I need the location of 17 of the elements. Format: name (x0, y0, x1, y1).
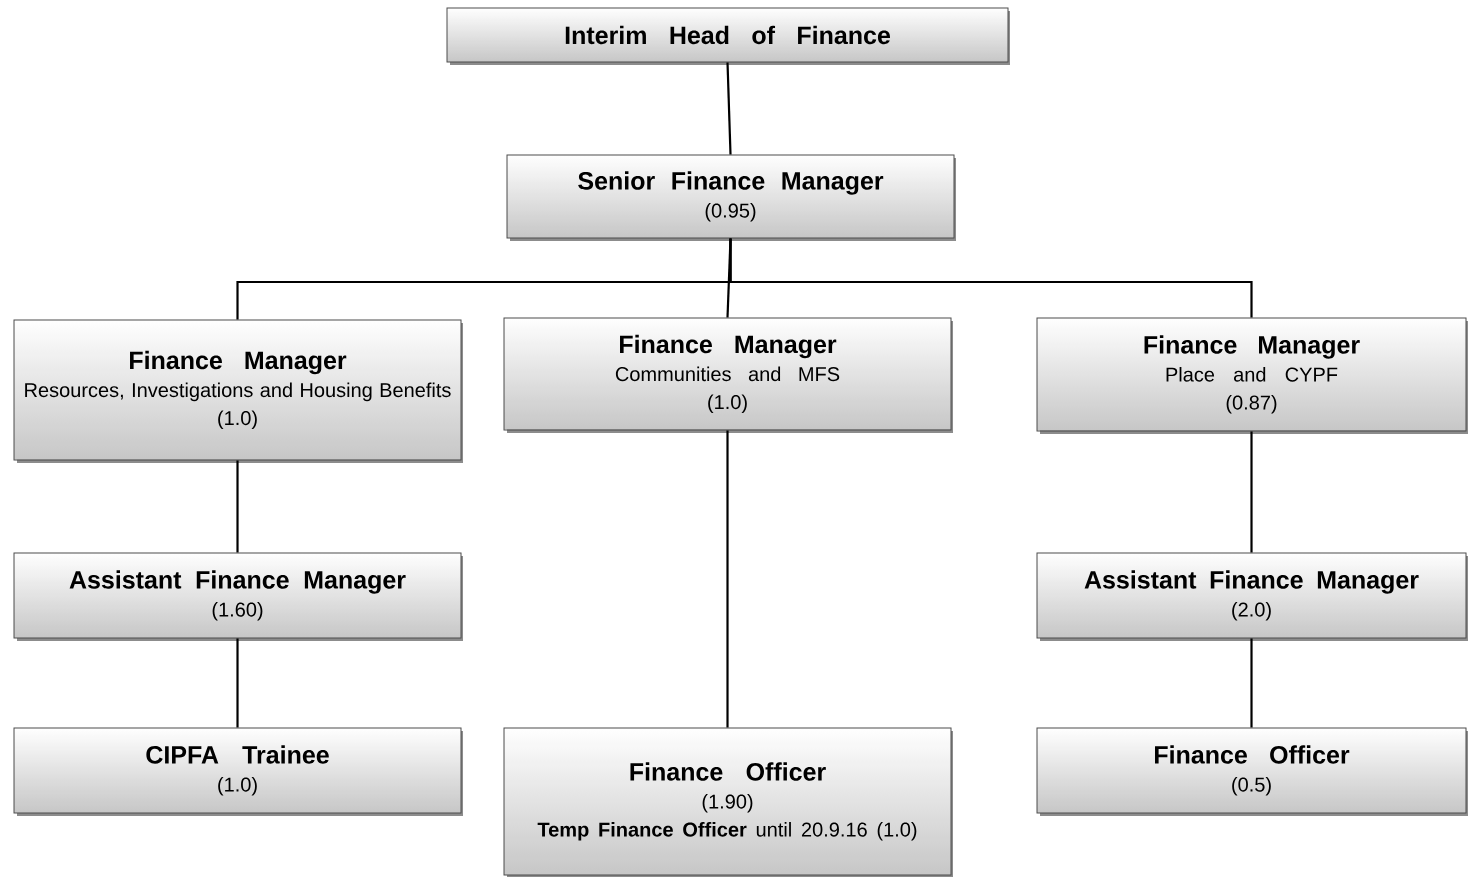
org-box: Finance Manager Resources, Investigations and Housing Benefits (1.0) (13, 319, 463, 463)
org-box: CIPFA Trainee (1.0) (13, 727, 463, 816)
org-box: Finance Manager Communities and MFS (1.0) (503, 317, 953, 433)
org-box: Finance Officer (0.5) (1036, 727, 1468, 816)
connector-line (726, 62, 732, 155)
org-box: Finance Officer (1.90) Temp Finance Officer until 20.9.16 (1.0) (503, 727, 953, 877)
connector-line (236, 460, 239, 553)
connector-line (1250, 431, 1253, 553)
org-box: Senior Finance Manager (0.95) (506, 154, 956, 241)
org-box: Assistant Finance Manager (1.60) (13, 552, 463, 641)
org-box: Finance Manager Place and CYPF (0.87) (1036, 317, 1468, 434)
connector-line (236, 638, 239, 728)
org-box: Interim Head of Finance (446, 7, 1010, 65)
org-box: Assistant Finance Manager (2.0) (1036, 552, 1468, 641)
connector-line (1250, 638, 1253, 728)
connector-line (726, 430, 729, 728)
connector-line (729, 238, 1253, 318)
